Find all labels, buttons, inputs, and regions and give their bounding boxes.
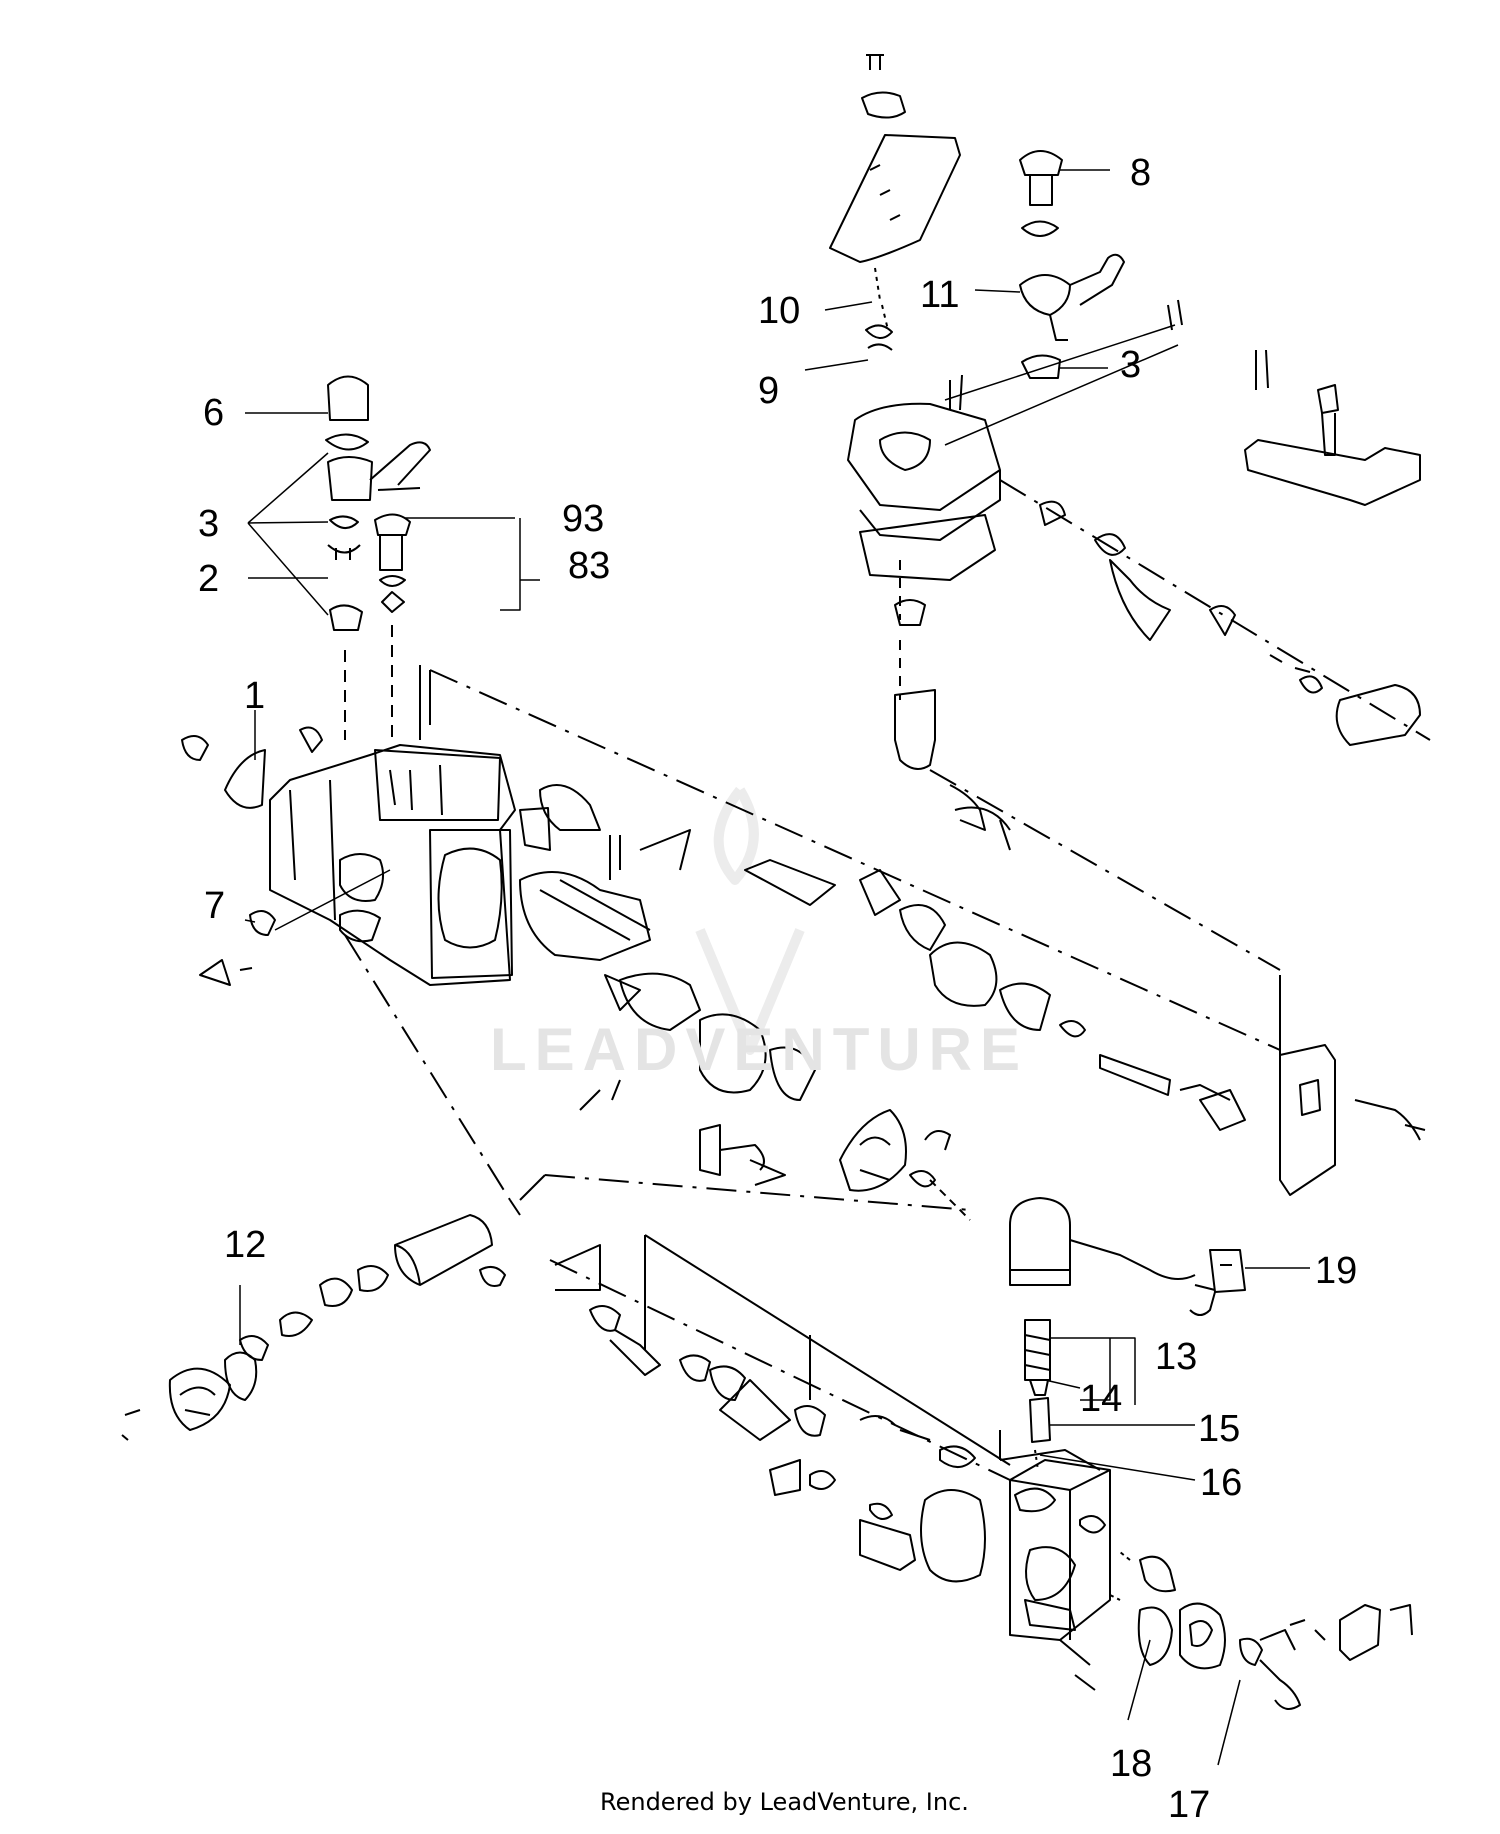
callout-2: 2	[198, 558, 220, 600]
callout-9: 9	[758, 370, 780, 412]
callout-3-left: 3	[198, 503, 220, 545]
hydraulic-head-assembly	[549, 1197, 1413, 1710]
callout-13: 13	[1155, 1336, 1198, 1378]
callout-16: 16	[1200, 1462, 1243, 1504]
callout-1: 1	[244, 675, 266, 717]
callout-11: 11	[920, 274, 960, 316]
leader-lines	[239, 169, 1310, 1766]
callout-17: 17	[1168, 1784, 1211, 1826]
callout-6: 6	[203, 392, 225, 434]
callout-18: 18	[1110, 1743, 1153, 1785]
callout-3-upper: 3	[1120, 344, 1142, 386]
render-credit: Rendered by LeadVenture, Inc.	[600, 1788, 969, 1816]
callout-83: 83	[568, 545, 611, 587]
callout-12: 12	[224, 1224, 267, 1266]
callout-8: 8	[1130, 152, 1152, 194]
callout-19: 19	[1315, 1250, 1358, 1292]
pump-body-assembly	[181, 375, 1426, 1221]
callout-93: 93	[562, 498, 605, 540]
leadventure-watermark-logo	[695, 786, 805, 1055]
governor-assembly	[829, 54, 1431, 1055]
callout-7: 7	[204, 885, 226, 927]
callout-10: 10	[758, 290, 801, 332]
lower-left-piston-assembly	[121, 934, 601, 1441]
callout-15: 15	[1198, 1408, 1241, 1450]
watermark-text: LEADVENTURE	[490, 1016, 1029, 1083]
callout-14: 14	[1080, 1378, 1123, 1420]
